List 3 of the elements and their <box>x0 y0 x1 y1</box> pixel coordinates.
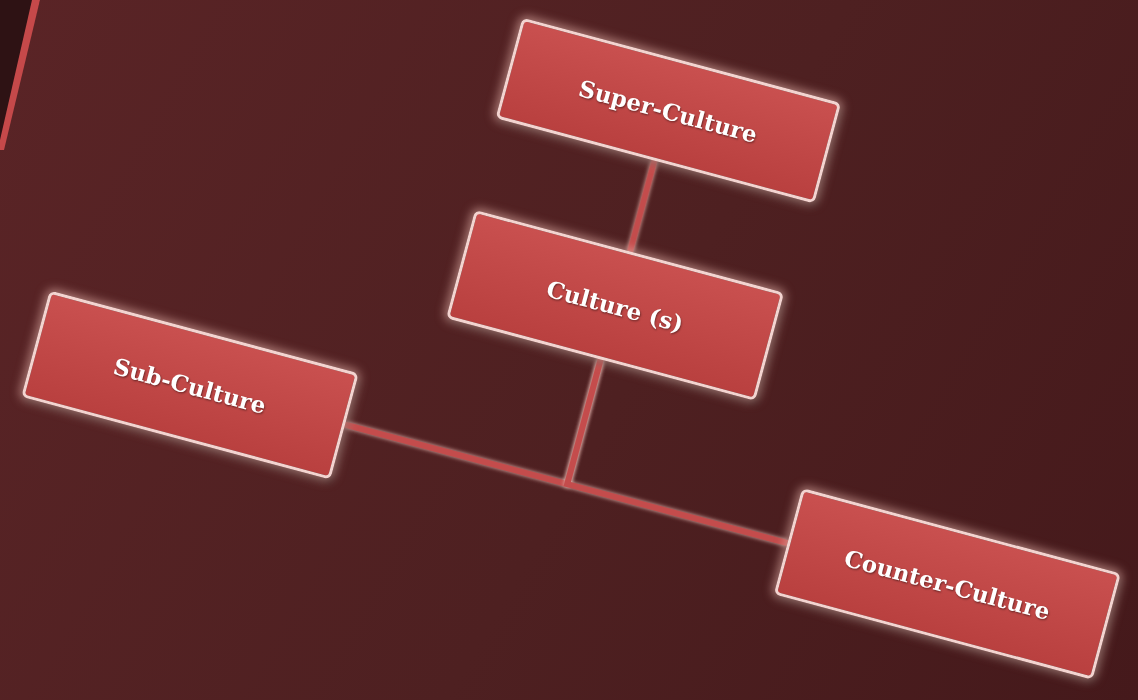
connector-line <box>563 358 789 546</box>
box-label: Culture (s) <box>543 274 687 337</box>
connector-line <box>627 159 658 253</box>
